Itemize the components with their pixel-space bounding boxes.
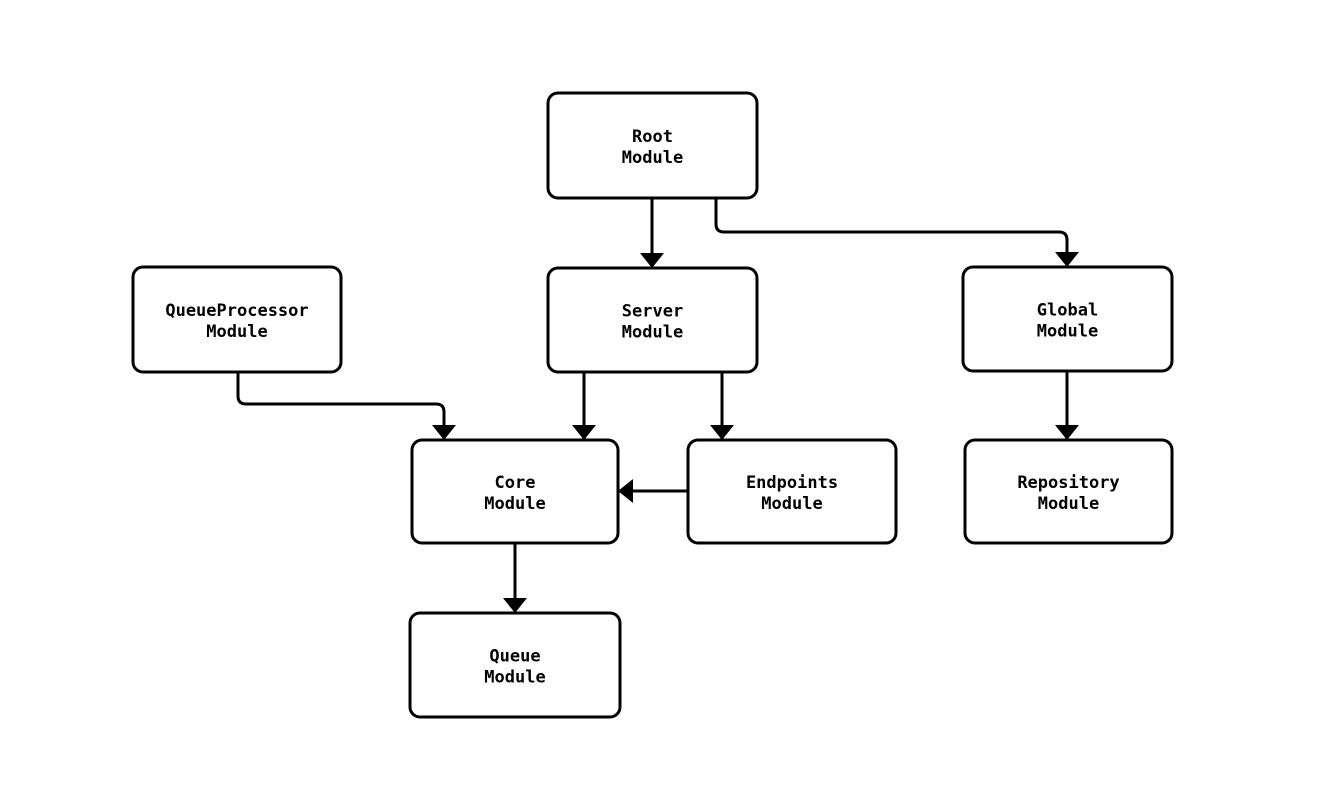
node-label-line: QueueProcessor (165, 301, 308, 321)
node-label-line: Queue (489, 647, 540, 667)
edge-root-to-global (714, 198, 1079, 267)
node-label-line: Core (495, 473, 536, 493)
node-global-box (961, 265, 1174, 373)
node-label-line: Module (1038, 494, 1099, 514)
node-root-box (546, 91, 759, 200)
node-label-line: Root (632, 127, 673, 147)
node-core-box (410, 438, 620, 545)
node-label-line: Module (1037, 322, 1098, 342)
node-queue-box (408, 611, 622, 719)
node-repository-box (963, 438, 1174, 545)
node-label-line: Server (622, 302, 683, 322)
node-queueprocessor-box (131, 265, 343, 374)
node-endpoints-box (686, 438, 898, 545)
node-server-box (546, 266, 759, 374)
edge-queueprocessor-to-core (236, 372, 456, 440)
node-label-line: Global (1037, 301, 1098, 321)
node-label-line: Module (622, 148, 683, 168)
node-label-line: Repository (1017, 473, 1119, 493)
node-label-line: Module (484, 494, 545, 514)
node-label-line: Endpoints (746, 473, 838, 493)
node-label-line: Module (761, 494, 822, 514)
node-label-line: Module (206, 322, 267, 342)
node-label-line: Module (622, 323, 683, 343)
node-label-line: Module (484, 668, 545, 688)
